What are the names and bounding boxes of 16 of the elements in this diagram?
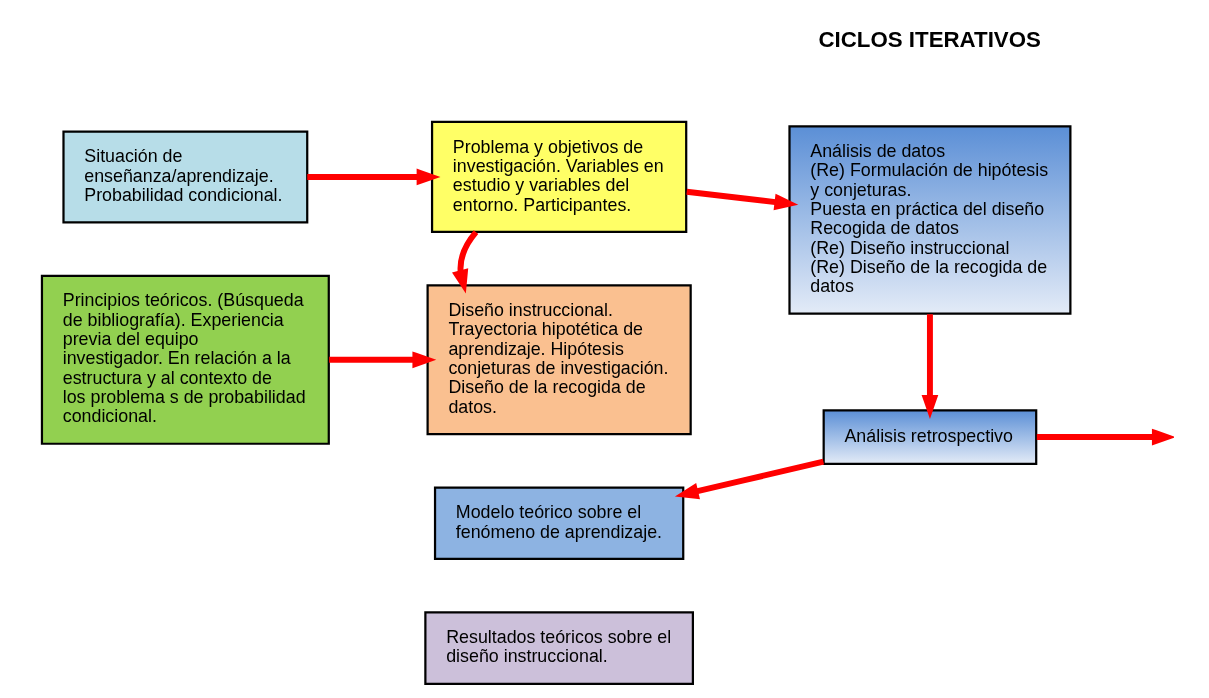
arrow xyxy=(451,230,478,294)
arrow xyxy=(328,351,436,369)
node-box: Principios teóricos. (Búsqueda de bibliografía). Experiencia previa del equipo investigador. En relación a la estructura y al contexto de los problema s de probabilidad condicional. xyxy=(40,274,330,445)
node-box: Modelo teórico sobre el fenómeno de aprendizaje. xyxy=(433,486,684,561)
arrow xyxy=(306,168,440,186)
label: CICLOS ITERATIVOS xyxy=(817,26,1041,52)
arrow xyxy=(674,458,824,500)
node-box: Diseño instruccional. Trayectoria hipotética de aprendizaje. Hipótesis conjeturas de investigación. Diseño de la recogida de datos. xyxy=(426,284,692,436)
node-box: Resultados teóricos sobre el diseño instruccional. xyxy=(423,611,694,685)
node-box: Análisis de datos (Re) Formulación de hipótesis y conjeturas. Puesta en práctica del diseño Recogida de datos (Re) Diseño instruccional (Re) Diseño de la recogida de datos xyxy=(787,125,1071,315)
arrow xyxy=(1036,428,1174,446)
arrow xyxy=(921,314,938,419)
arrow xyxy=(685,188,798,211)
node-box: Situación de enseñanza/aprendizaje. Probabilidad condicional. xyxy=(61,130,308,224)
node-box: Problema y objetivos de investigación. Variables en estudio y variables del entorno. Participantes. xyxy=(430,120,687,234)
node-box: Análisis retrospectivo xyxy=(822,409,1037,465)
